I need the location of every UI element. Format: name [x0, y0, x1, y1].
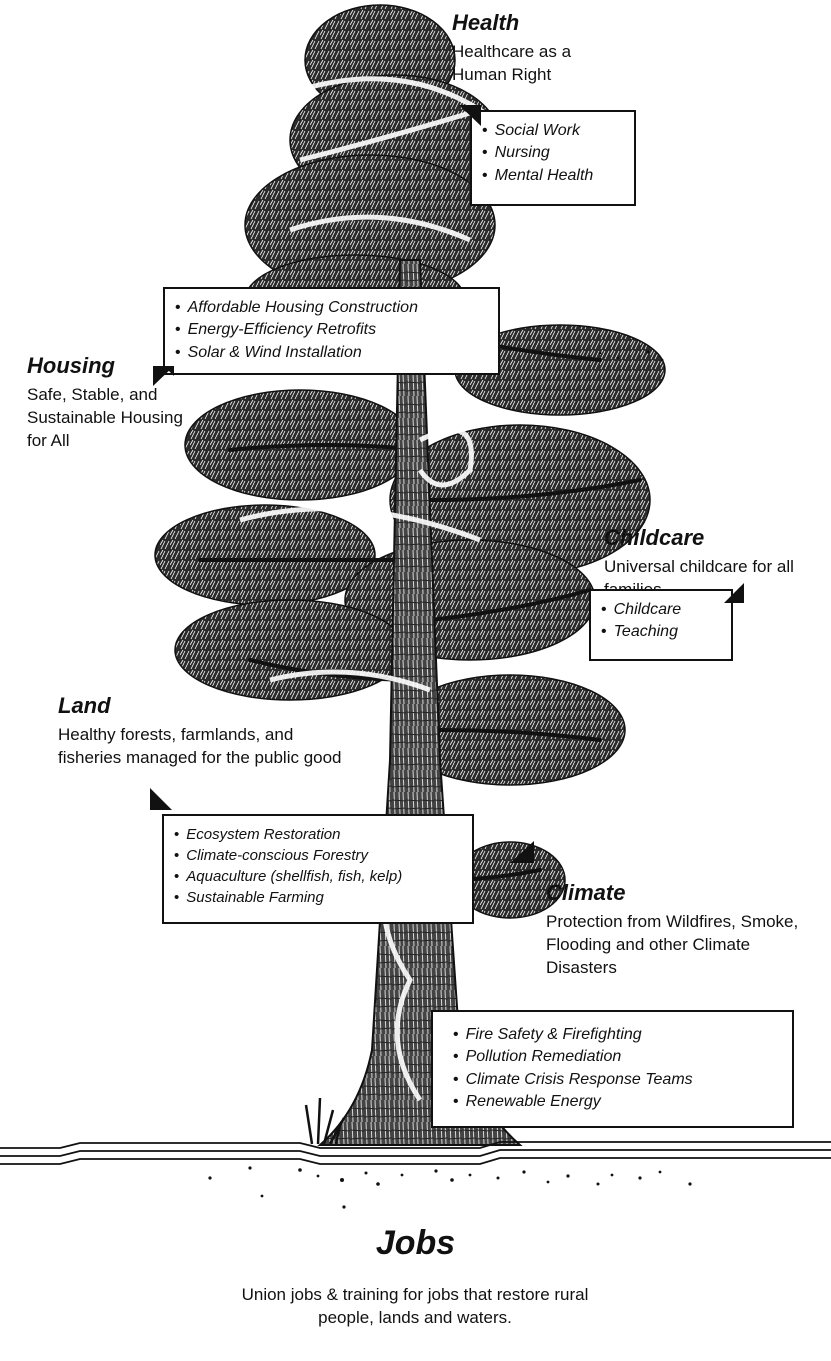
health-job-item: Nursing	[482, 142, 622, 164]
jobs-title: Jobs	[0, 1224, 831, 1263]
childcare-jobs-box: Childcare Teaching	[589, 589, 733, 661]
childcare-title: Childcare	[604, 525, 824, 550]
childcare-box-pointer	[722, 581, 746, 605]
health-heading: Health Healthcare as a Human Right	[452, 10, 652, 87]
grass-tuft	[306, 1098, 344, 1144]
health-job-item: Social Work	[482, 120, 622, 142]
health-title: Health	[452, 10, 652, 35]
childcare-job-item: Teaching	[601, 621, 719, 643]
climate-subtitle: Protection from Wildfires, Smoke, Floodi…	[546, 911, 811, 979]
health-box-pointer	[457, 104, 483, 128]
jobs-subtitle: Union jobs & training for jobs that rest…	[240, 1283, 590, 1330]
climate-heading: Climate Protection from Wildfires, Smoke…	[546, 880, 816, 979]
climate-job-item: Fire Safety & Firefighting	[453, 1024, 780, 1046]
land-title: Land	[58, 693, 348, 718]
health-jobs-box: Social Work Nursing Mental Health	[470, 110, 636, 206]
climate-job-item: Renewable Energy	[453, 1091, 780, 1113]
climate-jobs-box-frame: Fire Safety & Firefighting Pollution Rem…	[431, 1010, 794, 1128]
land-jobs-box: Ecosystem Restoration Climate-conscious …	[162, 814, 474, 924]
land-subtitle: Healthy forests, farmlands, and fisherie…	[58, 724, 343, 769]
housing-box-pointer	[152, 364, 176, 388]
childcare-job-item: Childcare	[601, 599, 719, 621]
land-job-item: Aquaculture (shellfish, fish, kelp)	[174, 866, 460, 887]
land-job-item: Ecosystem Restoration	[174, 824, 460, 845]
health-subtitle: Healthcare as a Human Right	[452, 41, 617, 86]
housing-subtitle: Safe, Stable, and Sustainable Housing fo…	[27, 384, 187, 452]
housing-job-item: Solar & Wind Installation	[175, 342, 486, 364]
housing-jobs-box: Affordable Housing Construction Energy-E…	[163, 287, 500, 375]
climate-job-item: Pollution Remediation	[453, 1046, 780, 1068]
housing-job-item: Affordable Housing Construction	[175, 297, 486, 319]
health-job-item: Mental Health	[482, 165, 622, 187]
land-job-item: Climate-conscious Forestry	[174, 845, 460, 866]
land-box-pointer	[148, 786, 174, 812]
housing-job-item: Energy-Efficiency Retrofits	[175, 319, 486, 341]
climate-job-item: Climate Crisis Response Teams	[453, 1069, 780, 1091]
land-job-item: Sustainable Farming	[174, 887, 460, 908]
climate-title: Climate	[546, 880, 816, 905]
climate-box-pointer	[508, 839, 536, 865]
land-heading: Land Healthy forests, farmlands, and fis…	[58, 693, 348, 770]
